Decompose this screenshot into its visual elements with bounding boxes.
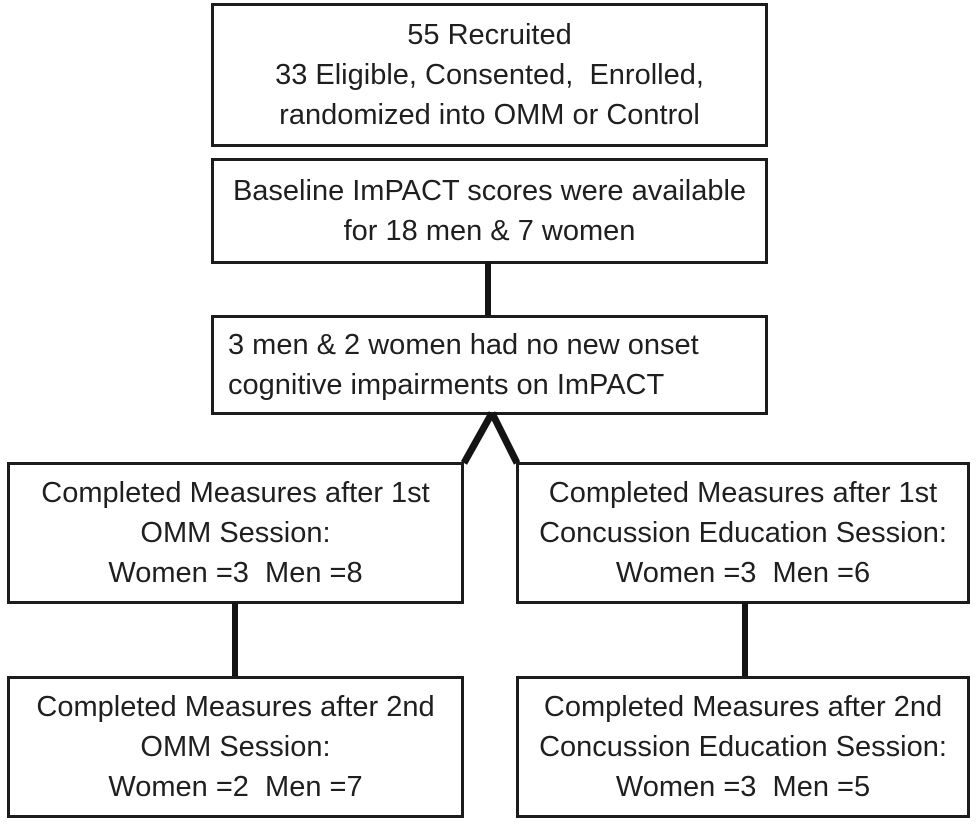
- branch-connector: [460, 411, 521, 465]
- node-line: Women =2 Men =7: [108, 771, 363, 803]
- node-line: Completed Measures after 1st: [41, 477, 430, 509]
- node-no-new-impairment: 3 men & 2 women had no new onset cogniti…: [211, 315, 768, 415]
- node-omm-session-2: Completed Measures after 2nd OMM Session…: [7, 676, 464, 818]
- node-line: Completed Measures after 2nd: [36, 691, 435, 723]
- node-line: Completed Measures after 1st: [548, 477, 938, 509]
- node-line: 55 Recruited: [407, 19, 572, 51]
- connector-edu1-to-edu2: [742, 602, 748, 678]
- node-line: OMM Session:: [140, 731, 331, 763]
- node-line: 3 men & 2 women had no new onset: [228, 329, 699, 361]
- connector-baseline-to-impairment: [485, 262, 491, 317]
- node-line: 33 Eligible, Consented, Enrolled,: [275, 59, 704, 91]
- node-line: randomized into OMM or Control: [279, 99, 700, 131]
- node-education-session-2: Completed Measures after 2nd Concussion …: [516, 676, 970, 818]
- node-line: Completed Measures after 2nd: [543, 691, 943, 723]
- node-line: Concussion Education Session:: [539, 517, 947, 549]
- node-education-session-1: Completed Measures after 1st Concussion …: [516, 462, 970, 604]
- connector-omm1-to-omm2: [232, 602, 238, 678]
- node-recruited: 55 Recruited 33 Eligible, Consented, Enr…: [211, 3, 768, 147]
- node-line: OMM Session:: [140, 517, 331, 549]
- node-line: for 18 men & 7 women: [343, 215, 636, 247]
- node-line: Baseline ImPACT scores were available: [232, 175, 747, 207]
- node-line: Women =3 Men =5: [615, 771, 871, 803]
- node-line: Women =3 Men =6: [615, 557, 871, 589]
- node-baseline-scores: Baseline ImPACT scores were available fo…: [211, 158, 768, 264]
- node-omm-session-1: Completed Measures after 1st OMM Session…: [7, 462, 464, 604]
- node-line: Concussion Education Session:: [539, 731, 947, 763]
- node-line: Women =3 Men =8: [108, 557, 363, 589]
- node-line: cognitive impairments on ImPACT: [228, 369, 665, 401]
